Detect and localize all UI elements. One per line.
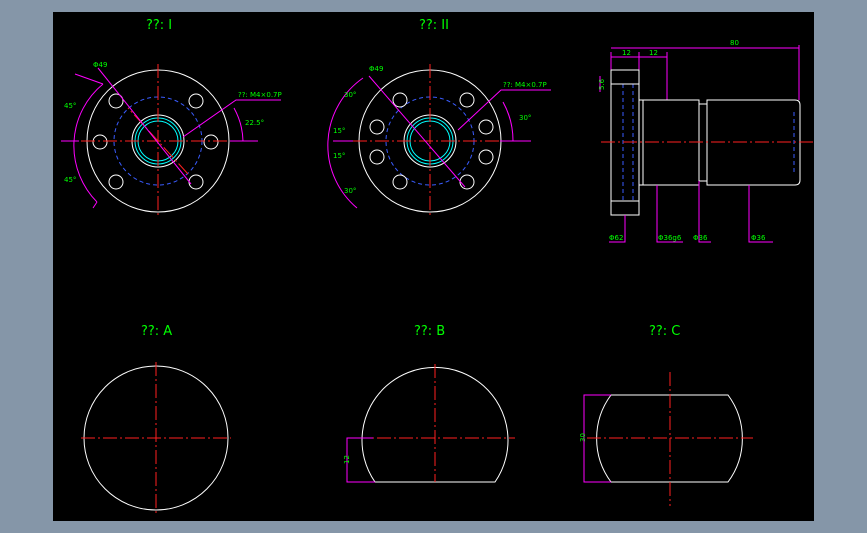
cad-drawing-canvas[interactable]: ??: I Φ49 ??: M4×0.7P 45° 45° (53, 12, 814, 521)
view-ii-thread-label: ??: M4×0.7P (503, 81, 547, 89)
side-shaft-2 (706, 99, 801, 186)
view-ii-bolt-holes (369, 92, 494, 190)
bolt-hole (459, 92, 475, 108)
view-b: ??: B 12 (343, 324, 515, 483)
view-i: ??: I Φ49 ??: M4×0.7P 45° 45° (61, 18, 282, 218)
view-ii-angle-arc-right (502, 101, 514, 142)
bolt-hole (392, 174, 408, 190)
view-i-angle-ext (92, 201, 98, 209)
view-b-title: ??: B (414, 324, 445, 339)
side-dia-1: Φ36g6 (658, 234, 682, 242)
view-i-thread-leader (182, 99, 281, 138)
view-i-title: ??: I (146, 18, 172, 33)
view-ii-dia-label: Φ49 (369, 65, 383, 73)
side-dia-2: Φ36 (693, 234, 708, 242)
bolt-hole (369, 149, 385, 165)
view-i-dia-label: Φ49 (93, 61, 107, 69)
view-c: ??: C 30 (579, 324, 753, 506)
side-dia-leader (698, 181, 711, 243)
side-dia-3: Φ36 (751, 234, 766, 242)
side-dim-top-2: 12 (649, 49, 658, 57)
view-c-title: ??: C (649, 324, 680, 339)
view-i-angle-arc-right (233, 107, 244, 142)
bolt-hole (108, 93, 124, 109)
view-ii-thread-leader (457, 89, 551, 131)
view-i-thread-label: ??: M4×0.7P (238, 91, 282, 99)
view-b-outline (361, 367, 509, 483)
view-i-angle-top: 45° (64, 102, 76, 110)
view-ii: ??: II Φ49 ??: M4×0.7P 30° 15° 15° 30° 3… (327, 18, 551, 218)
bolt-hole (92, 134, 108, 150)
side-dia-leader (656, 185, 683, 243)
bolt-hole (188, 93, 204, 109)
bolt-hole (392, 92, 408, 108)
side-dia-flange: Φ62 (609, 234, 623, 242)
view-ii-angle-arc-left (327, 77, 364, 209)
bolt-hole (478, 119, 494, 135)
view-ii-angle-4: 30° (344, 187, 356, 195)
bolt-hole (369, 119, 385, 135)
side-dia-leader (748, 185, 773, 243)
side-dim-top-1: 12 (622, 49, 631, 57)
view-b-dim-cut: 12 (343, 455, 351, 464)
view-c-dim-line (583, 394, 611, 483)
side-dim-flange: 5.6 (598, 78, 606, 90)
view-i-dia-leader (97, 67, 192, 185)
view-ii-angle-right: 30° (519, 114, 531, 122)
view-ii-angle-2: 15° (333, 127, 345, 135)
bolt-hole (478, 149, 494, 165)
bolt-hole (203, 134, 219, 150)
bolt-hole (108, 174, 124, 190)
side-view: 12 12 80 5.6 Φ62 Φ36g6 Φ36 Φ36 (598, 39, 813, 243)
view-i-angle-right: 22.5° (245, 119, 264, 127)
view-ii-angle-3: 15° (333, 152, 345, 160)
side-dim-overall: 80 (730, 39, 739, 47)
view-ii-dia-leader (368, 75, 466, 188)
view-i-angle-arc-left (73, 83, 104, 203)
view-i-angle-ext (74, 73, 104, 85)
view-a-title: ??: A (141, 324, 172, 339)
bolt-hole (459, 174, 475, 190)
view-a: ??: A (81, 324, 231, 514)
view-ii-title: ??: II (419, 18, 449, 33)
side-dia-leader (609, 215, 626, 243)
drawing-background (53, 12, 814, 521)
view-i-centerline-diag (127, 107, 189, 175)
view-ii-angle-1: 30° (344, 91, 356, 99)
view-c-outline (596, 394, 743, 483)
view-b-dim-line (346, 437, 375, 483)
view-i-bolt-holes (92, 93, 219, 190)
view-i-angle-bottom: 45° (64, 176, 76, 184)
view-c-dim-width: 30 (579, 433, 587, 442)
